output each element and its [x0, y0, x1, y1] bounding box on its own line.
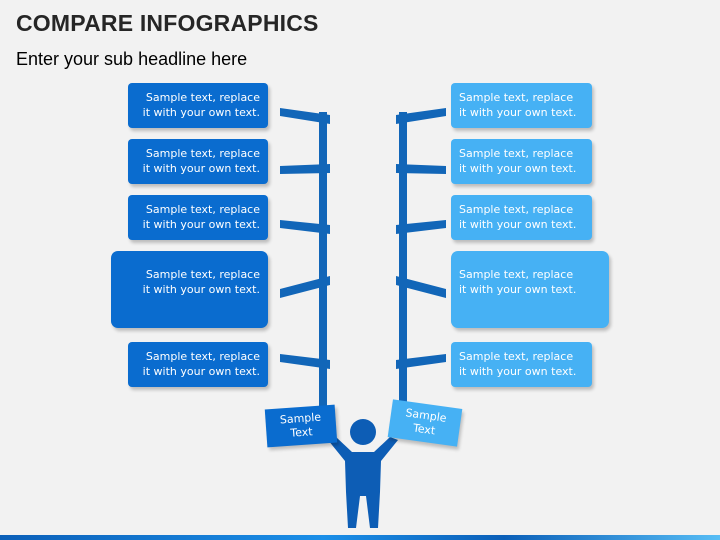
left-text-3: Sample text, replace it with your own te… — [142, 203, 260, 231]
right-text-2: Sample text, replace it with your own te… — [459, 147, 577, 175]
left-held-sign: Sample Text — [264, 404, 338, 448]
right-pole — [399, 112, 407, 408]
left-text-box-2: Sample text, replace it with your own te… — [128, 139, 268, 184]
person-figure — [328, 419, 398, 528]
left-text-1: Sample text, replace it with your own te… — [142, 91, 260, 119]
left-text-box-3: Sample text, replace it with your own te… — [128, 195, 268, 240]
slide-subtitle: Enter your sub headline here — [16, 49, 248, 69]
bottom-accent-bar — [0, 535, 720, 540]
person-head — [350, 419, 376, 445]
left-sign-1 — [280, 108, 330, 124]
right-text-3: Sample text, replace it with your own te… — [459, 203, 577, 231]
left-held-sign-text: Sample Text — [279, 410, 322, 440]
right-text-5: Sample text, replace it with your own te… — [459, 350, 577, 378]
right-sign-3 — [396, 220, 446, 234]
right-sign-2 — [396, 164, 446, 174]
left-text-box-4: Sample text, replace it with your own te… — [111, 251, 268, 328]
left-signpost — [280, 108, 330, 410]
right-sign-5 — [396, 354, 446, 369]
left-sign-3 — [280, 220, 330, 234]
right-held-sign-text: Sample Text — [404, 406, 448, 438]
right-text-box-4: Sample text, replace it with your own te… — [451, 251, 609, 328]
left-sign-2 — [280, 164, 330, 174]
right-text-1: Sample text, replace it with your own te… — [459, 91, 577, 119]
left-pole — [319, 112, 327, 410]
person-body — [328, 437, 398, 528]
left-text-box-1: Sample text, replace it with your own te… — [128, 83, 268, 128]
left-sign-5 — [280, 354, 330, 369]
left-text-4: Sample text, replace it with your own te… — [142, 268, 260, 296]
left-text-box-5: Sample text, replace it with your own te… — [128, 342, 268, 387]
right-text-box-5: Sample text, replace it with your own te… — [451, 342, 592, 387]
right-text-box-3: Sample text, replace it with your own te… — [451, 195, 592, 240]
right-sign-1 — [396, 108, 446, 124]
right-text-box-2: Sample text, replace it with your own te… — [451, 139, 592, 184]
left-text-2: Sample text, replace it with your own te… — [142, 147, 260, 175]
right-text-4: Sample text, replace it with your own te… — [459, 268, 577, 296]
left-sign-4 — [280, 276, 330, 298]
right-text-box-1: Sample text, replace it with your own te… — [451, 83, 592, 128]
right-signpost — [396, 108, 446, 408]
right-sign-4 — [396, 276, 446, 298]
slide-title: COMPARE INFOGRAPHICS — [16, 10, 319, 36]
left-text-5: Sample text, replace it with your own te… — [142, 350, 260, 378]
